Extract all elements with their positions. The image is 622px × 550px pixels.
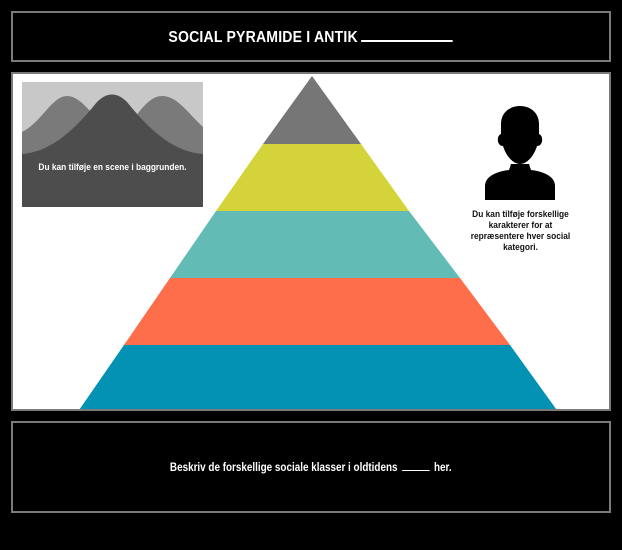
pyramid-level-2[interactable] [216, 144, 409, 211]
scene-hint: Du kan tilføje en scene i baggrunden. [38, 162, 187, 173]
title-panel: SOCIAL PYRAMIDE I ANTIK [11, 11, 611, 62]
person-silhouette-icon[interactable] [481, 94, 559, 200]
pyramid-level-4[interactable] [124, 278, 510, 345]
pyramid-level-3[interactable] [170, 211, 460, 278]
description-panel[interactable]: Beskriv de forskellige sociale klasser i… [11, 421, 611, 513]
title-blank [361, 26, 454, 42]
character-hint: Du kan tilføje forskellige karakterer fo… [470, 209, 571, 253]
pyramid-level-5[interactable] [77, 345, 559, 411]
mountain-scene-icon [22, 82, 203, 207]
pyramid-level-1[interactable] [263, 76, 361, 144]
description-blank [402, 460, 430, 471]
title-label: SOCIAL PYRAMIDE I ANTIK [168, 29, 359, 46]
description-suffix: her. [434, 462, 452, 474]
social-pyramid [77, 76, 559, 411]
description-prefix: Beskriv de forskellige sociale klasser i… [170, 462, 398, 474]
description-text: Beskriv de forskellige sociale klasser i… [170, 460, 452, 474]
pyramid-panel: Du kan tilføje en scene i baggrunden. Du… [11, 72, 611, 411]
scene-placeholder[interactable]: Du kan tilføje en scene i baggrunden. [22, 82, 203, 207]
page-title[interactable]: SOCIAL PYRAMIDE I ANTIK [168, 26, 454, 47]
